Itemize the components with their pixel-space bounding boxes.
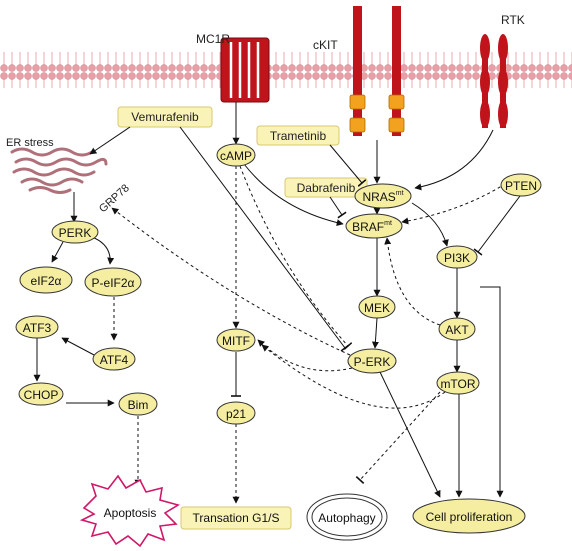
svg-text:Vemurafenib: Vemurafenib — [131, 110, 199, 124]
svg-text:cAMP: cAMP — [220, 149, 252, 163]
node-pi3k: PI3K — [436, 245, 478, 269]
svg-text:MEK: MEK — [364, 301, 390, 315]
ckit-receptor — [349, 6, 405, 136]
node-pten: PTEN — [500, 173, 542, 197]
node-p21: p21 — [216, 401, 256, 425]
er-stress-label: ER stress — [6, 137, 54, 149]
node-chop: CHOP — [18, 382, 64, 406]
node-nras: NRASmt — [354, 183, 412, 209]
node-bim: Bim — [118, 392, 158, 416]
rtk-label: RTK — [501, 13, 525, 27]
node-camp: cAMP — [216, 143, 256, 167]
outcome-autophagy: Autophagy — [306, 493, 388, 541]
svg-text:Transation G1/S: Transation G1/S — [193, 511, 280, 525]
svg-text:p21: p21 — [226, 407, 246, 421]
node-p-eif2a: P-eIF2α — [84, 267, 142, 297]
svg-text:Dabrafenib: Dabrafenib — [297, 181, 356, 195]
outcome-transition-g1-s: Transation G1/S — [180, 506, 292, 530]
svg-text:ATF3: ATF3 — [23, 321, 52, 335]
node-atf4: ATF4 — [92, 347, 136, 371]
node-eif2a: eIF2α — [19, 266, 73, 294]
ckit-label: cKIT — [313, 38, 338, 52]
drug-trametinib: Trametinib — [256, 125, 340, 146]
node-perk: PERK — [51, 220, 99, 244]
node-mtor: mTOR — [436, 371, 480, 395]
svg-text:Autophagy: Autophagy — [318, 511, 375, 525]
node-atf3: ATF3 — [15, 315, 59, 339]
svg-text:MITF: MITF — [222, 334, 250, 348]
svg-text:P-ERK: P-ERK — [354, 355, 391, 369]
node-braf: BRAFmt — [345, 213, 403, 239]
svg-text:Trametinib: Trametinib — [270, 129, 327, 143]
endoplasmic-reticulum — [10, 147, 108, 194]
node-p-erk: P-ERK — [347, 348, 397, 374]
outcome-apoptosis: Apoptosis — [79, 474, 180, 548]
svg-text:mTOR: mTOR — [440, 377, 475, 391]
drug-dabrafenib: Dabrafenib — [284, 177, 368, 198]
svg-text:ATF4: ATF4 — [100, 353, 129, 367]
drug-vemurafenib: Vemurafenib — [117, 106, 213, 128]
mc1r-label: MC1R — [196, 32, 230, 46]
svg-text:PI3K: PI3K — [444, 251, 470, 265]
svg-text:NRASmt: NRASmt — [362, 190, 403, 204]
node-mitf: MITF — [216, 328, 256, 352]
svg-text:PERK: PERK — [59, 226, 92, 240]
svg-text:Cell proliferation: Cell proliferation — [426, 510, 513, 524]
rtk-receptor — [480, 34, 508, 128]
svg-text:P-eIF2α: P-eIF2α — [92, 276, 135, 290]
svg-text:CHOP: CHOP — [24, 388, 59, 402]
svg-text:eIF2α: eIF2α — [31, 274, 62, 288]
svg-text:Bim: Bim — [128, 398, 149, 412]
svg-text:AKT: AKT — [445, 323, 469, 337]
svg-text:BRAFmt: BRAFmt — [352, 220, 392, 234]
cell-membrane — [0, 52, 572, 88]
node-mek: MEK — [358, 295, 396, 319]
pathway-edges — [33, 102, 521, 504]
mc1r-receptor — [220, 37, 270, 103]
svg-text:Apoptosis: Apoptosis — [104, 506, 157, 520]
node-akt: AKT — [438, 317, 476, 341]
svg-text:PTEN: PTEN — [505, 179, 537, 193]
outcome-cell-proliferation: Cell proliferation — [412, 498, 526, 534]
